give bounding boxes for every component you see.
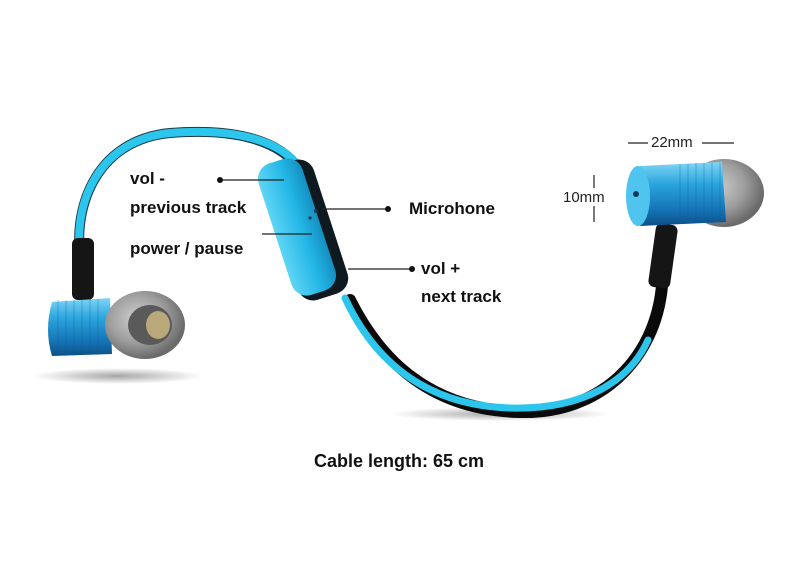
mic-hole-icon: [314, 209, 318, 213]
callout-dot-vol-minus: [217, 177, 223, 183]
inline-remote: [257, 158, 349, 301]
label-microphone: Microhone: [409, 199, 495, 218]
cable-right-dark: [344, 280, 668, 419]
label-previous-track: previous track: [130, 198, 247, 217]
cable-right: [341, 294, 652, 412]
label-next-track: next track: [421, 287, 502, 306]
dimension-height: 10mm: [563, 189, 605, 206]
cable-left: [75, 127, 304, 270]
right-strain-relief: [648, 223, 678, 289]
callout-dot-vol-plus: [409, 266, 415, 272]
left-earbud: [48, 291, 185, 359]
callout-lines: [217, 142, 734, 272]
callout-dot-microphone: [385, 206, 391, 212]
right-earbud: [626, 159, 764, 227]
label-power-pause: power / pause: [130, 239, 244, 258]
label-vol-plus: vol +: [421, 259, 461, 278]
label-vol-minus: vol -: [130, 169, 165, 188]
cable-length-caption: Cable length: 65 cm: [314, 451, 485, 471]
dimension-width: 22mm: [651, 134, 693, 151]
left-strain-relief: [72, 238, 94, 300]
left-earbud-shadow: [33, 368, 203, 384]
